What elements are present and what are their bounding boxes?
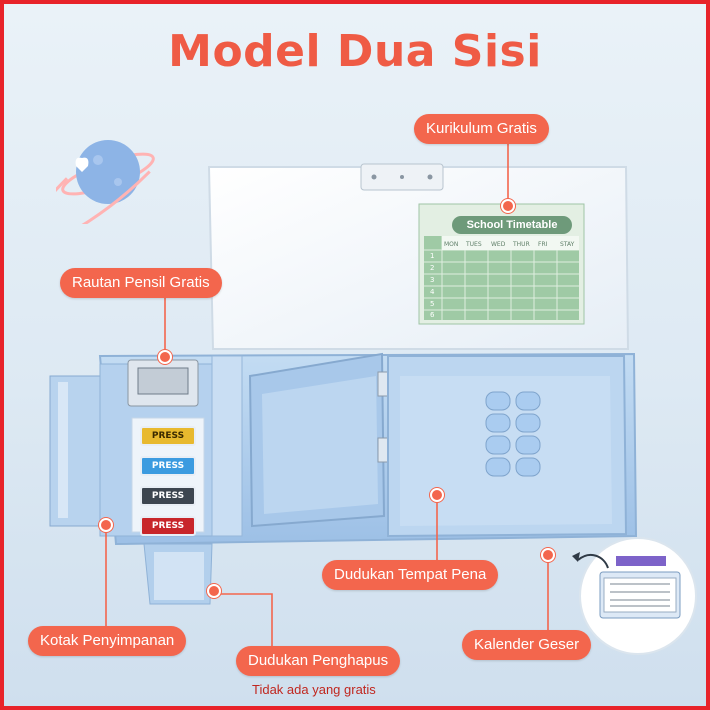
callout-dudukan-pena: Dudukan Tempat Pena [322, 560, 499, 590]
marker-dot [158, 350, 172, 364]
callout-penghapus: Dudukan Penghapus [236, 646, 401, 676]
press-button-yellow[interactable]: PRESS [140, 426, 196, 446]
timetable-row: 5 [430, 300, 435, 308]
pencil-case-illustration [49, 140, 697, 655]
callout-kurikulum: Kurikulum Gratis [414, 114, 549, 144]
timetable-row: 4 [430, 288, 435, 296]
marker-dot [207, 584, 221, 598]
press-button-red[interactable]: PRESS [140, 516, 196, 536]
timetable-day: MON [444, 241, 459, 248]
press-button-dark[interactable]: PRESS [140, 486, 196, 506]
timetable-row: 3 [430, 276, 435, 284]
marker-dot [99, 518, 113, 532]
callout-kalender: Kalender Geser [462, 630, 592, 660]
timetable-day: WED [491, 241, 506, 248]
marker-dot [430, 488, 444, 502]
press-button-blue[interactable]: PRESS [140, 456, 196, 476]
timetable-day: FRI [538, 241, 548, 248]
timetable-row: 6 [430, 311, 435, 319]
free-items-note: Tidak ada yang gratis [252, 682, 376, 697]
page-title: Model Dua Sisi [168, 26, 542, 77]
callout-rautan: Rautan Pensil Gratis [60, 268, 222, 298]
timetable-day: TUES [466, 241, 482, 248]
timetable-title: School Timetable [452, 216, 572, 234]
timetable-day: STAY [560, 241, 575, 248]
timetable-row: 2 [430, 264, 435, 272]
planet-icon [56, 140, 155, 224]
marker-dot [501, 199, 515, 213]
marker-dot [541, 548, 555, 562]
callout-kotak: Kotak Penyimpanan [28, 626, 187, 656]
timetable-row: 1 [430, 252, 435, 260]
timetable-day: THUR [513, 241, 530, 248]
